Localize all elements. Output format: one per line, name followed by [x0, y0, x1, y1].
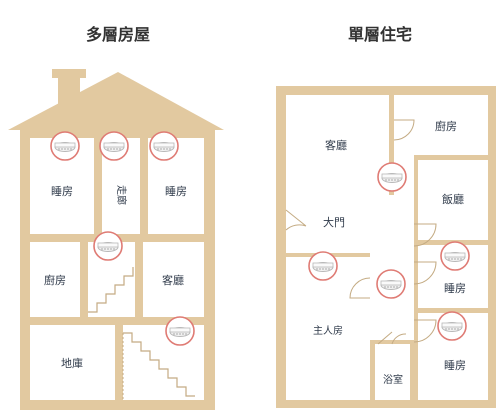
- label-garage: 地庫: [61, 356, 83, 370]
- stairs-lower: [123, 332, 195, 397]
- multi-storey-house: 多層房屋 睡房 走廊 睡房 廚房 客廳 地庫: [8, 25, 224, 410]
- door-master-bedroom: [349, 277, 371, 299]
- single-storey-title: 單層住宅: [348, 25, 412, 44]
- multi-storey-title: 多層房屋: [86, 25, 150, 44]
- door-main: [285, 209, 307, 231]
- roof: [8, 72, 224, 130]
- label-master-bedroom: 主人房: [313, 324, 343, 337]
- door-living-kitchen: [393, 119, 415, 141]
- detector-base: [380, 280, 402, 286]
- room-bathroom: [375, 344, 410, 400]
- stairs-upper: [88, 267, 134, 313]
- detector-base: [441, 322, 463, 328]
- room-hallway: [286, 195, 414, 253]
- door-bedroom-1: [413, 261, 437, 285]
- label-bedroom-right: 睡房: [165, 185, 187, 198]
- room-living: [143, 242, 204, 317]
- label-corridor: 走廊: [115, 185, 128, 205]
- chimney-cap: [52, 69, 86, 78]
- detector-base: [153, 142, 175, 148]
- detector-base: [381, 173, 403, 179]
- label-kitchen: 廚房: [435, 119, 457, 133]
- room-master-bedroom: [286, 257, 370, 400]
- smoke-detector-icon: [440, 241, 470, 271]
- detector-base: [103, 142, 125, 148]
- single-storey-house: 單層住宅 客廳 廚房 大門 飯廳 睡房 主人房 浴室 睡房: [276, 25, 496, 408]
- smoke-detector-icon: [308, 251, 338, 281]
- smoke-detector-icon: [93, 231, 123, 261]
- smoke-detector-icon: [377, 162, 407, 192]
- label-dining-room: 飯廳: [442, 192, 464, 206]
- door-bedroom-2: [413, 319, 437, 343]
- smoke-detector-icon: [376, 269, 406, 299]
- label-bedroom-1: 睡房: [444, 282, 466, 295]
- room-garage: [30, 325, 115, 400]
- label-bedroom-2: 睡房: [444, 359, 466, 372]
- room-living: [286, 95, 389, 195]
- detector-base: [97, 242, 119, 248]
- smoke-detector-icon: [149, 131, 179, 161]
- label-living-room: 客廳: [162, 273, 184, 287]
- detector-base: [169, 327, 191, 333]
- smoke-detector-icon: [50, 131, 80, 161]
- room-kitchen: [30, 242, 80, 317]
- smoke-detector-icon: [165, 316, 195, 346]
- label-kitchen: 廚房: [44, 273, 66, 287]
- label-bedroom-left: 睡房: [51, 185, 73, 198]
- door-dining: [413, 223, 437, 247]
- detector-base: [312, 262, 334, 268]
- detector-base: [444, 252, 466, 258]
- smoke-detector-icon: [437, 311, 467, 341]
- smoke-detector-icon: [99, 131, 129, 161]
- label-bathroom: 浴室: [383, 373, 403, 386]
- label-main-door: 大門: [323, 215, 345, 229]
- room-dining: [418, 160, 488, 240]
- label-living-room: 客廳: [325, 138, 347, 152]
- detector-base: [54, 142, 76, 148]
- room-kitchen: [394, 95, 488, 155]
- door-bathroom: [377, 331, 407, 345]
